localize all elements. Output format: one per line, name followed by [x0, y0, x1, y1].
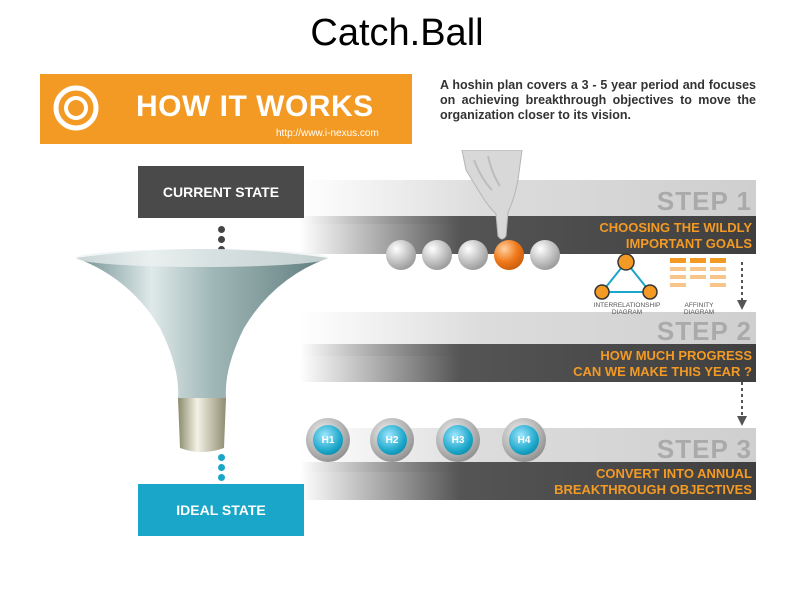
step2-label: STEP 2	[656, 316, 752, 346]
selected-ball-icon	[494, 240, 524, 270]
step2-desc-line2: CAN WE MAKE THIS YEAR ?	[573, 364, 752, 379]
affinity-diagram-icon	[670, 258, 726, 287]
interrelationship-diagram-icon	[594, 253, 658, 300]
slide-title: Catch.Ball	[310, 12, 484, 54]
ball-icon	[386, 240, 416, 270]
down-arrow-icon	[737, 262, 747, 310]
ideal-state-box: IDEAL STATE	[138, 484, 304, 536]
ball-icon	[422, 240, 452, 270]
step1-desc-line1: CHOOSING THE WILDLY	[599, 220, 752, 235]
connector-dot	[218, 464, 225, 471]
down-arrow-icon	[737, 382, 747, 426]
ball-icon	[458, 240, 488, 270]
step3-desc-band	[300, 462, 756, 500]
interrelationship-label: INTERRELATIONSHIP DIAGRAM	[582, 302, 672, 316]
ball-icon	[530, 240, 560, 270]
hand-icon	[461, 150, 523, 240]
objective-coin-icon: H1	[306, 418, 350, 462]
interrelationship-label-line1: INTERRELATIONSHIP	[593, 302, 661, 309]
step1-desc-band	[300, 216, 756, 254]
step1-desc: CHOOSING THE WILDLY IMPORTANT GOALS	[476, 220, 752, 252]
banner-url: http://www.i-nexus.com	[276, 128, 379, 139]
coin-label: H3	[443, 425, 473, 455]
connector-dot	[218, 236, 225, 243]
step2-desc-band	[300, 344, 756, 382]
affinity-label: AFFINITY DIAGRAM	[664, 302, 734, 316]
connector-dot	[218, 474, 225, 481]
intro-paragraph: A hoshin plan covers a 3 - 5 year period…	[440, 78, 756, 122]
objective-coin-icon: H3	[436, 418, 480, 462]
step2-desc-line1: HOW MUCH PROGRESS	[600, 348, 752, 363]
affinity-label-line2: DIAGRAM	[683, 309, 715, 316]
logo-icon	[53, 85, 99, 131]
connector-dot	[218, 226, 225, 233]
current-state-box: CURRENT STATE	[138, 166, 304, 218]
connector-dot	[218, 454, 225, 461]
how-it-works-banner: HOW IT WORKS http://www.i-nexus.com	[40, 74, 412, 144]
step1-desc-line2: IMPORTANT GOALS	[625, 236, 752, 251]
step3-desc: CONVERT INTO ANNUAL BREAKTHROUGH OBJECTI…	[476, 466, 752, 498]
banner-title: HOW IT WORKS	[136, 90, 374, 123]
step1-label: STEP 1	[656, 186, 752, 216]
step3-desc-line2: BREAKTHROUGH OBJECTIVES	[554, 482, 752, 497]
coin-label: H4	[509, 425, 539, 455]
step3-label: STEP 3	[656, 434, 752, 464]
interrelationship-label-line2: DIAGRAM	[611, 309, 643, 316]
coin-label: H1	[313, 425, 343, 455]
funnel-icon	[76, 249, 328, 452]
step3-desc-line1: CONVERT INTO ANNUAL	[596, 466, 752, 481]
objective-coin-icon: H4	[502, 418, 546, 462]
affinity-label-line1: AFFINITY	[684, 302, 714, 309]
objective-coin-icon: H2	[370, 418, 414, 462]
step2-desc: HOW MUCH PROGRESS CAN WE MAKE THIS YEAR …	[476, 348, 752, 380]
coin-label: H2	[377, 425, 407, 455]
